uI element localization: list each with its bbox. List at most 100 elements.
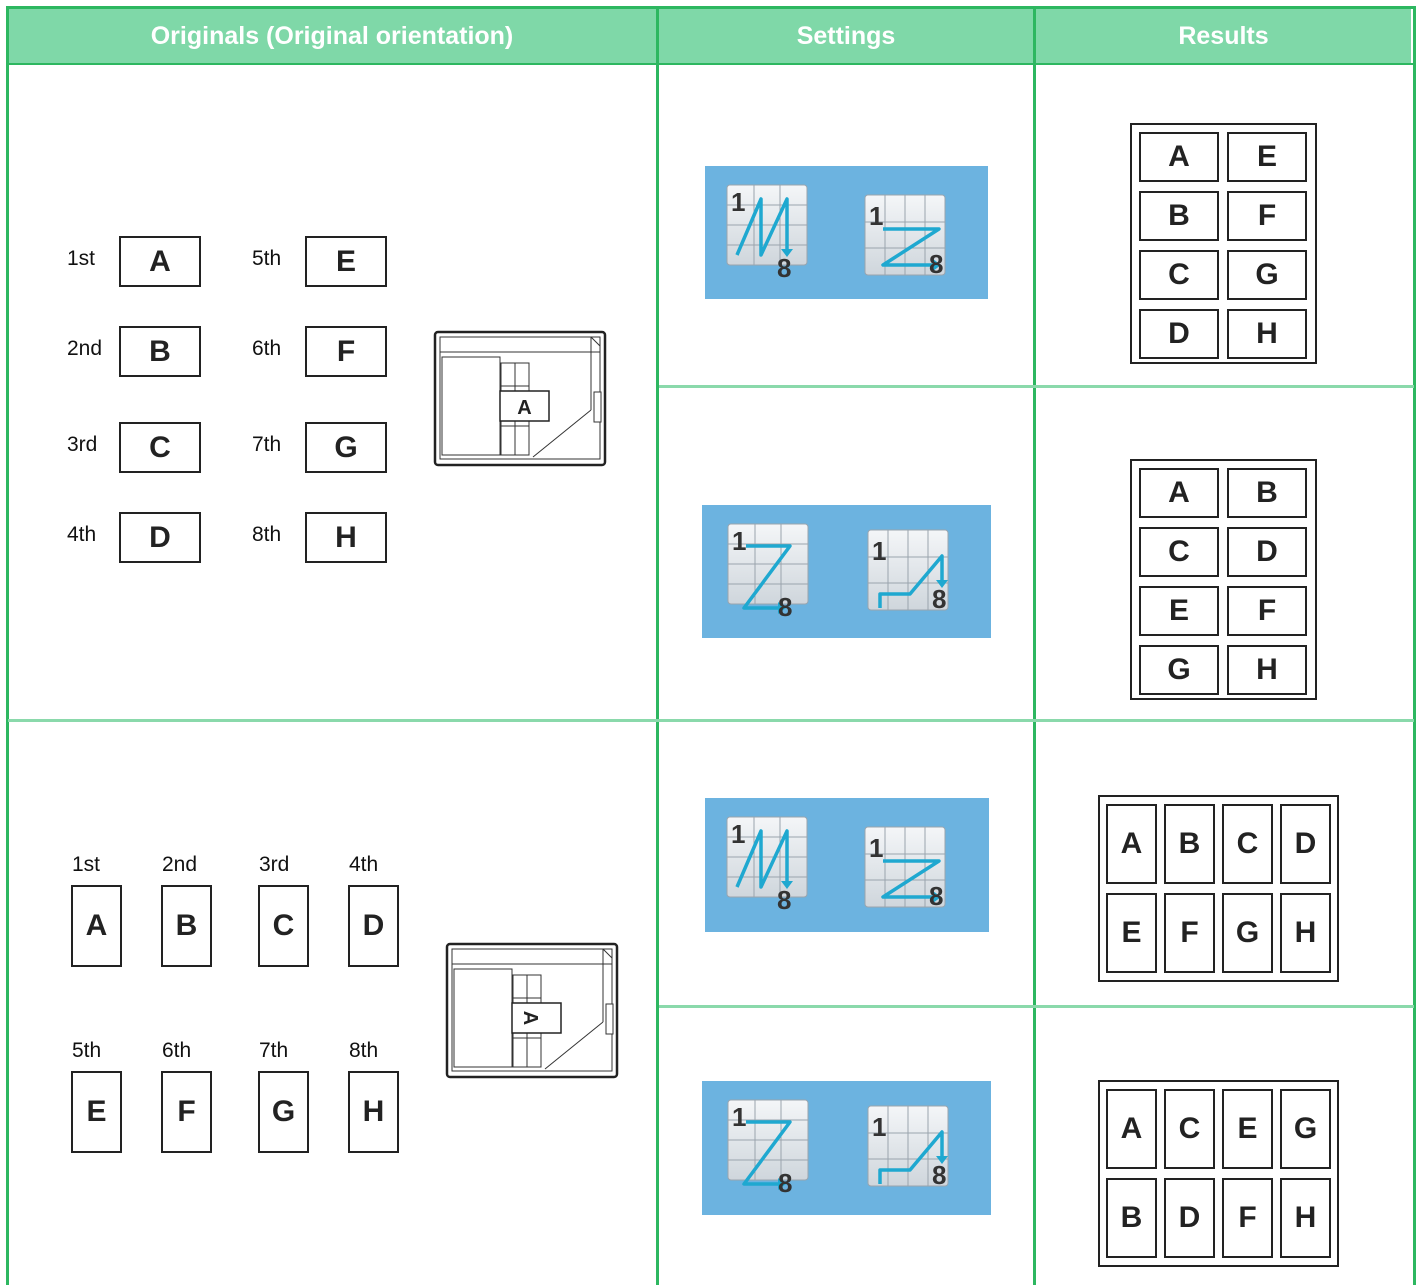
original-page: H: [348, 1071, 399, 1153]
result-page: F: [1164, 893, 1215, 973]
layout-end-label: 8: [778, 1168, 792, 1198]
ordinal-label: 1st: [67, 247, 96, 270]
result-page: D: [1139, 309, 1219, 359]
layout-order-icon: 18: [864, 194, 946, 279]
result-page: E: [1106, 893, 1157, 973]
row-divider-bottom-sub: [659, 1005, 1414, 1008]
ordinal-label: 3rd: [67, 433, 98, 456]
ordinal-label: 2nd: [67, 337, 103, 360]
scanner-label: A: [517, 397, 531, 419]
ordinal-label: 8th: [349, 1039, 379, 1062]
original-page: G: [305, 422, 387, 473]
original-page: C: [119, 422, 201, 473]
result-page: C: [1222, 804, 1273, 884]
column-divider-1: [656, 6, 659, 1285]
result-page: B: [1106, 1178, 1157, 1258]
layout-end-label: 8: [932, 584, 946, 614]
original-page: F: [161, 1071, 212, 1153]
row-divider-main: [8, 719, 1414, 722]
ordinal-label: 4th: [67, 523, 97, 546]
result-page: A: [1106, 804, 1157, 884]
result-page: G: [1139, 645, 1219, 695]
result-page: D: [1280, 804, 1331, 884]
ordinal-label: 1st: [72, 853, 101, 876]
layout-end-label: 8: [778, 592, 792, 622]
ordinal-label: 2nd: [162, 853, 198, 876]
row-divider-top-sub: [659, 385, 1414, 388]
header-divider: [6, 63, 1416, 65]
result-page: D: [1164, 1178, 1215, 1258]
layout-order-icon: 18: [726, 184, 808, 283]
result-page: H: [1227, 309, 1307, 359]
ordinal-label: 5th: [72, 1039, 102, 1062]
original-page: B: [119, 326, 201, 377]
header-originals: Originals (Original orientation): [8, 8, 656, 64]
layout-start-label: 1: [869, 833, 883, 863]
original-page: D: [119, 512, 201, 563]
layout-start-label: 1: [731, 187, 745, 217]
result-page: C: [1139, 527, 1219, 577]
original-page: F: [305, 326, 387, 377]
result-page: F: [1227, 586, 1307, 636]
layout-order-icon: 18: [727, 523, 809, 622]
ordinal-label: 6th: [252, 337, 282, 360]
original-page: B: [161, 885, 212, 967]
result-page: A: [1139, 468, 1219, 518]
header-results: Results: [1036, 8, 1411, 64]
result-page: F: [1222, 1178, 1273, 1258]
result-page: B: [1227, 468, 1307, 518]
ordinal-label: 5th: [252, 247, 282, 270]
result-page: A: [1139, 132, 1219, 182]
scanner-icon: A: [445, 942, 619, 1079]
result-page: G: [1227, 250, 1307, 300]
layout-end-label: 8: [777, 253, 791, 283]
result-page: E: [1139, 586, 1219, 636]
scanner-icon: A: [433, 330, 607, 467]
layout-end-label: 8: [932, 1160, 946, 1190]
layout-order-icon: 18: [726, 816, 808, 915]
result-page: G: [1222, 893, 1273, 973]
ordinal-label: 8th: [252, 523, 282, 546]
result-page: H: [1280, 893, 1331, 973]
ordinal-label: 4th: [349, 853, 379, 876]
original-page: H: [305, 512, 387, 563]
layout-order-icon: 18: [864, 826, 946, 911]
layout-end-label: 8: [777, 885, 791, 915]
original-page: A: [119, 236, 201, 287]
original-page: G: [258, 1071, 309, 1153]
result-page: H: [1227, 645, 1307, 695]
result-page: E: [1227, 132, 1307, 182]
result-page: D: [1227, 527, 1307, 577]
original-page: A: [71, 885, 122, 967]
result-page: H: [1280, 1178, 1331, 1258]
layout-start-label: 1: [732, 526, 746, 556]
table-border-left: [6, 6, 9, 1285]
layout-start-label: 1: [732, 1102, 746, 1132]
original-page: E: [305, 236, 387, 287]
result-page: C: [1164, 1089, 1215, 1169]
original-page: E: [71, 1071, 122, 1153]
ordinal-label: 7th: [259, 1039, 289, 1062]
layout-end-label: 8: [929, 249, 943, 279]
layout-start-label: 1: [872, 536, 886, 566]
result-page: B: [1164, 804, 1215, 884]
result-page: B: [1139, 191, 1219, 241]
original-page: D: [348, 885, 399, 967]
scanner-label: A: [519, 1011, 541, 1025]
table-border-top: [6, 6, 1416, 9]
ordinal-label: 7th: [252, 433, 282, 456]
table-border-right: [1413, 6, 1416, 1285]
result-page: F: [1227, 191, 1307, 241]
layout-order-icon: 18: [727, 1099, 809, 1198]
result-page: E: [1222, 1089, 1273, 1169]
result-page: A: [1106, 1089, 1157, 1169]
ordinal-label: 3rd: [259, 853, 290, 876]
column-divider-2: [1033, 6, 1036, 1285]
layout-end-label: 8: [929, 881, 943, 911]
ordinal-label: 6th: [162, 1039, 192, 1062]
original-page: C: [258, 885, 309, 967]
layout-start-label: 1: [872, 1112, 886, 1142]
layout-start-label: 1: [869, 201, 883, 231]
layout-start-label: 1: [731, 819, 745, 849]
